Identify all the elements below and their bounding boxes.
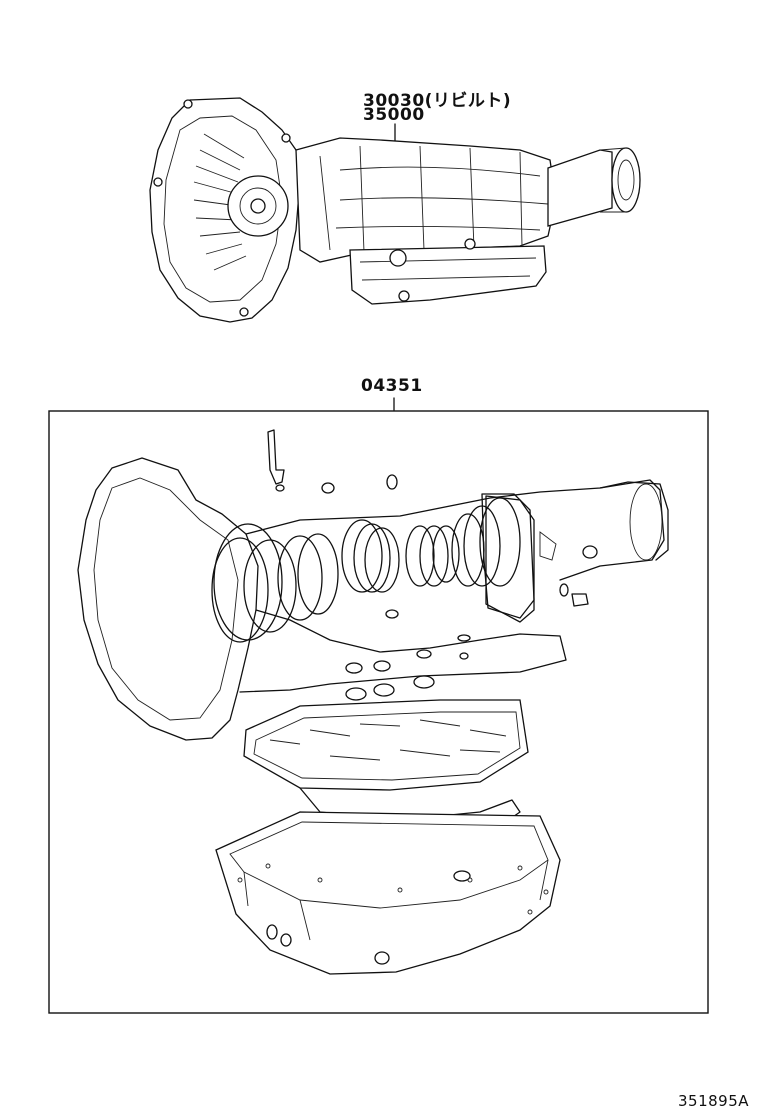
extension-housing [547,149,613,227]
extension-gasket [481,493,535,619]
output-flange [611,147,641,213]
figure-code: 351895A [678,1092,750,1110]
transmission-ghost-outline [77,457,669,741]
callout-04351: 04351 [361,376,423,396]
main-case [295,137,557,263]
callout-35000: 35000 [363,105,425,125]
seal-ring-set [211,429,598,701]
o-ring-small [321,482,335,494]
bell-housing [149,97,301,323]
plug-bolt [571,593,589,607]
sensor-pin [267,429,285,485]
transmission-assembly-drawing [149,97,641,323]
kit-frame [48,410,709,1014]
oil-pan [215,811,561,975]
oil-pan-assembled [349,245,547,305]
o-ring-small [386,474,398,490]
callout-30030-rebuilt: 30030(リビルト) [363,91,512,111]
